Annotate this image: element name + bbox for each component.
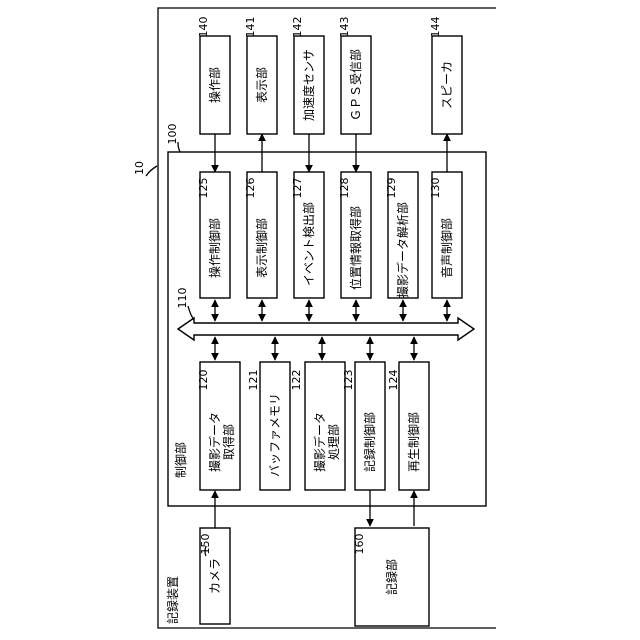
recording-control-number: 123 (342, 370, 355, 391)
control-label: 制御部 (173, 442, 188, 478)
gps-receiver-label: ＧＰＳ受信部 (348, 49, 363, 121)
control-leader (178, 142, 180, 152)
gps-receiver-number: 143 (338, 17, 351, 38)
image-acquisition-label-1: 撮影データ (207, 412, 222, 472)
speaker-label: スピーカ (440, 61, 454, 109)
image-acquisition-label-2: 取得部 (221, 424, 236, 460)
bus-number: 110 (176, 288, 189, 309)
display-unit-label: 表示部 (254, 67, 269, 103)
operation-unit-label: 操作部 (207, 67, 222, 103)
image-acquisition-number: 120 (197, 370, 210, 391)
audio-control-number: 130 (429, 178, 442, 199)
recording-control-label: 記録制御部 (362, 412, 377, 472)
event-detection-label: イベント検出部 (301, 202, 316, 286)
image-processing-number: 122 (290, 370, 303, 391)
operation-control-number: 125 (197, 178, 210, 199)
display-control-label: 表示制御部 (254, 218, 269, 278)
playback-control-label: 再生制御部 (406, 412, 421, 472)
position-info-number: 128 (338, 178, 351, 199)
operation-unit-number: 140 (197, 17, 210, 38)
acceleration-sensor-number: 142 (291, 17, 304, 38)
storage-label: 記録部 (384, 559, 399, 595)
event-detection-number: 127 (291, 178, 304, 199)
speaker-number: 144 (429, 17, 442, 38)
display-unit-number: 141 (244, 17, 257, 38)
image-analysis-label: 撮影データ解析部 (395, 202, 410, 298)
camera-label: カメラ (208, 558, 222, 594)
external-units: 操作部 表示部 加速度センサ ＧＰＳ受信部 スピーカ 140 141 142 1… (197, 17, 462, 135)
control-number: 100 (166, 124, 179, 145)
display-control-number: 126 (244, 178, 257, 199)
image-processing-label-2: 処理部 (326, 424, 341, 460)
image-analysis-number: 129 (385, 178, 398, 199)
position-info-label: 位置情報取得部 (348, 206, 363, 290)
buffer-memory-label: バッファメモリ (268, 393, 282, 477)
storage-number: 160 (353, 534, 366, 555)
image-processing-label-1: 撮影データ (312, 412, 327, 472)
operation-control-label: 操作制御部 (207, 218, 222, 278)
acceleration-sensor-label: 加速度センサ (301, 49, 316, 121)
device-number: 10 (133, 161, 146, 175)
audio-control-label: 音声制御部 (439, 218, 454, 278)
playback-control-number: 124 (387, 370, 400, 391)
buffer-memory-number: 121 (247, 370, 260, 391)
device-leader (146, 166, 157, 176)
device-label: 記録装置 (165, 576, 180, 624)
